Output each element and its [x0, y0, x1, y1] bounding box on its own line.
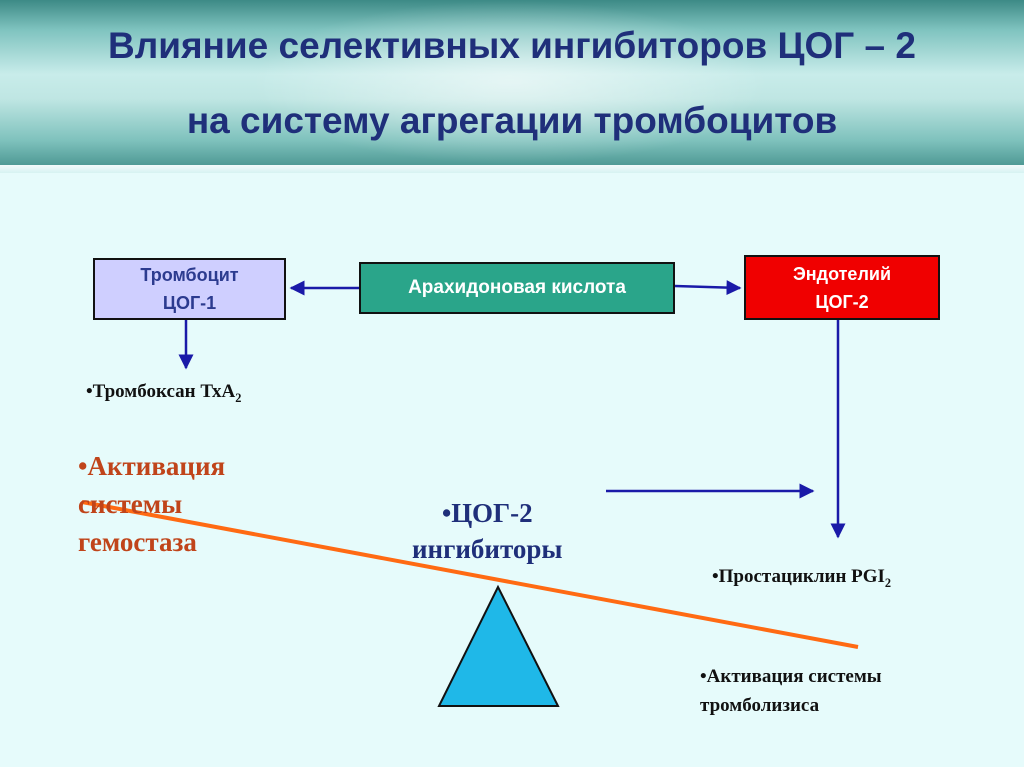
hemostasis-activation-text: •Активация системы гемостаза [78, 447, 225, 561]
title-banner: Влияние селективных ингибиторов ЦОГ – 2 … [0, 0, 1024, 165]
thromboxane-label: •Тромбоксан ТхА2 [86, 381, 241, 406]
balance-fulcrum [437, 584, 560, 707]
thrombolysis-activation-text: •Активация системы тромболизиса [700, 662, 882, 720]
hemostasis-line-1: •Активация [78, 451, 226, 481]
banner-sheen [250, 0, 770, 165]
banner-divider [0, 165, 1024, 173]
title-line-2: на систему агрегации тромбоцитов [186, 100, 838, 141]
cox2-label: ЦОГ-2 [815, 291, 869, 312]
platelet-cox1-box: Тромбоцит ЦОГ-1 [93, 258, 286, 320]
cox2-inhibitors-text: •ЦОГ-2 ингибиторы [412, 495, 563, 567]
endothelium-cox2-box: Эндотелий ЦОГ-2 [744, 255, 940, 320]
prostacyclin-text: •Простациклин PGI [712, 566, 885, 587]
arachidonic-acid-box: Арахидоновая кислота [359, 262, 675, 314]
endothelium-label: Эндотелий [792, 263, 892, 284]
platelet-label: Тромбоцит [140, 265, 239, 285]
arachidonic-acid-label: Арахидоновая кислота [408, 277, 626, 298]
hemostasis-line-3: гемостаза [78, 527, 197, 557]
prostacyclin-subscript: 2 [884, 575, 892, 590]
title-line-1: Влияние селективных ингибиторов ЦОГ – 2 [107, 25, 916, 66]
thrombolysis-line-2: тромболизиса [700, 695, 820, 716]
balance-lever [81, 500, 859, 649]
thromboxane-subscript: 2 [235, 390, 242, 405]
inhibitors-line-2: ингибиторы [412, 534, 563, 564]
thromboxane-text: •Тромбоксан ТхА [86, 381, 236, 402]
inhibitors-line-1: •ЦОГ-2 [441, 498, 533, 528]
hemostasis-line-2: системы [78, 489, 183, 519]
arrow-to-endothelium [674, 280, 742, 296]
prostacyclin-label: •Простациклин PGI2 [712, 566, 891, 591]
cox1-label: ЦОГ-1 [162, 293, 217, 313]
thrombolysis-line-1: •Активация системы [700, 666, 882, 687]
